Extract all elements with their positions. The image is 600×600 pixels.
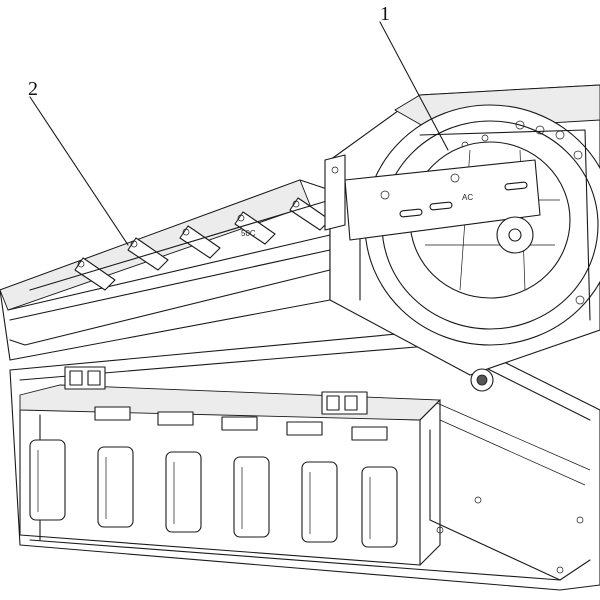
feed-chute — [0, 179, 331, 361]
flap — [127, 237, 169, 271]
pocket — [301, 461, 338, 543]
mounting-plate: AC — [344, 159, 541, 241]
flap: 50C — [234, 211, 276, 245]
flap — [289, 197, 331, 231]
pocket — [29, 439, 66, 521]
callout-label-2: 2 — [28, 78, 38, 100]
pocket — [233, 456, 270, 538]
side-bracket — [324, 154, 346, 231]
rotary-drum-assembly: AC — [329, 84, 600, 392]
hinge-left — [64, 366, 106, 390]
flap — [74, 257, 116, 291]
pocket — [165, 451, 202, 533]
knob — [470, 368, 494, 392]
hub — [496, 216, 534, 254]
hinge-right — [321, 391, 368, 415]
flap-assembly: 50C — [29, 197, 331, 291]
hinges — [64, 366, 368, 415]
leader-line-2 — [29, 96, 129, 246]
callout-label-1: 1 — [380, 3, 390, 25]
slot-openings — [94, 406, 388, 441]
flap-mark: 50C — [241, 229, 256, 238]
pocket — [361, 466, 398, 548]
leader-line-1 — [379, 21, 449, 151]
callout-2: 2 — [28, 78, 129, 246]
plate-mark: AC — [462, 193, 473, 202]
bin-pockets — [29, 439, 398, 548]
pocket — [97, 446, 134, 528]
flap — [179, 225, 221, 259]
callout-1: 1 — [379, 3, 449, 151]
